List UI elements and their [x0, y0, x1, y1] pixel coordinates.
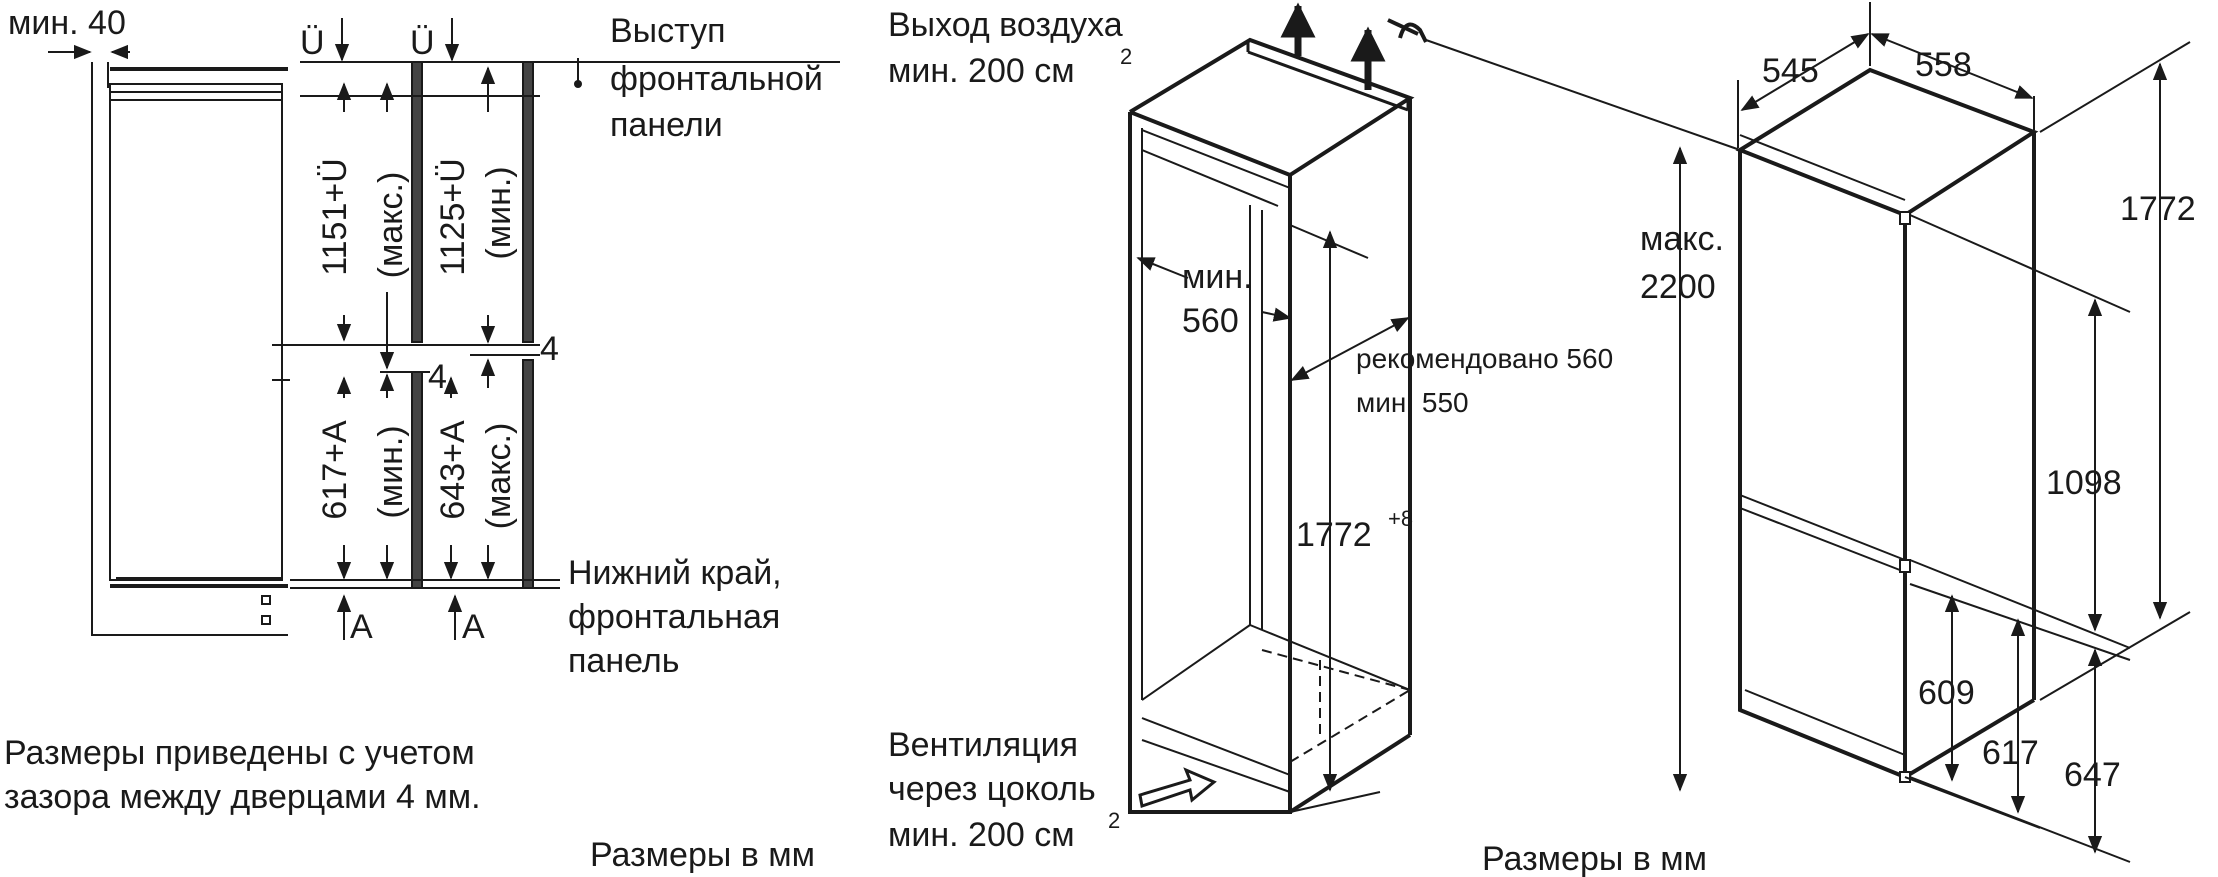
- appliance-drawing: [1672, 2, 2191, 863]
- a-label-1: A: [350, 608, 373, 646]
- ventilation-arrow: [1138, 767, 1217, 808]
- niche-height-tolerance: +8: [1388, 506, 1413, 531]
- dim-1151-label: 1151+Ü: [316, 158, 354, 276]
- niche-height-label: 1772: [1296, 516, 1372, 554]
- vent-line-1: Вентиляция: [888, 726, 1078, 764]
- dim-617a-note: (мин.): [372, 425, 410, 518]
- upper-door-panel-2: [522, 61, 534, 343]
- niche-outline: [91, 62, 288, 636]
- niche-width-min-label: мин.: [1182, 258, 1253, 296]
- air-out-line-2: мин. 200 см: [888, 52, 1075, 90]
- units-label-right: Размеры в мм: [1482, 840, 1707, 877]
- dim-1125-note: (мин.): [480, 166, 518, 259]
- gap-note-line-2: зазора между дверцами 4 мм.: [4, 778, 481, 816]
- dim-617-label: 617: [1982, 734, 2039, 772]
- min-40-label: мин. 40: [8, 4, 126, 42]
- dim-1151-note: (макс.): [372, 172, 410, 279]
- bottom-edge-label-2: фронтальная: [568, 598, 780, 636]
- protrusion-label-1: Выступ: [610, 12, 725, 50]
- height-1772-label: 1772: [2120, 190, 2196, 228]
- depth-545-label: 545: [1762, 52, 1819, 90]
- a-label-2: A: [462, 608, 485, 646]
- protrusion-label-3: панели: [610, 106, 723, 144]
- max-2200-label: 2200: [1640, 268, 1716, 306]
- min-550-label: мин. 550: [1356, 387, 1469, 418]
- freezer-609-label: 609: [1918, 674, 1975, 712]
- fridge-1098-label: 1098: [2046, 464, 2122, 502]
- upper-door-panel-1: [411, 61, 423, 343]
- recommended-560-label: рекомендовано 560: [1356, 343, 1613, 374]
- gap-4-right: 4: [540, 330, 559, 368]
- vent-line-3: мин. 200 см: [888, 816, 1075, 854]
- dim-643a-note: (макс.): [480, 423, 518, 530]
- lower-door-panel-2: [522, 359, 534, 589]
- niche-drawing: [1128, 2, 1741, 814]
- bottom-edge-label-3: панель: [568, 642, 679, 680]
- max-label: макс.: [1640, 220, 1724, 258]
- appliance-body: [109, 83, 283, 581]
- side-section-drawing: [48, 18, 840, 640]
- gap-4-left: 4: [428, 358, 447, 396]
- dim-1125-label: 1125+Ü: [434, 158, 472, 276]
- dim-643a-label: 643+A: [434, 420, 472, 520]
- air-out-sup: 2: [1120, 44, 1132, 69]
- niche-front-frame: [1128, 112, 1292, 814]
- air-out-line-1: Выход воздуха: [888, 6, 1123, 44]
- protrusion-label-2: фронтальной: [610, 60, 823, 98]
- dim-647-label: 647: [2064, 756, 2121, 794]
- dim-617a-label: 617+A: [316, 420, 354, 520]
- bottom-edge-label-1: Нижний край,: [568, 554, 782, 592]
- units-label-left: Размеры в мм: [590, 836, 815, 874]
- u-label-2: Ü: [410, 24, 435, 62]
- vent-sup: 2: [1108, 808, 1120, 833]
- niche-width-value: 560: [1182, 302, 1239, 340]
- lower-door-panel-1: [411, 371, 423, 589]
- u-label-1: Ü: [300, 24, 325, 62]
- vent-line-2: через цоколь: [888, 770, 1096, 808]
- gap-note-line-1: Размеры приведены с учетом: [4, 734, 475, 772]
- width-558-label: 558: [1915, 46, 1972, 84]
